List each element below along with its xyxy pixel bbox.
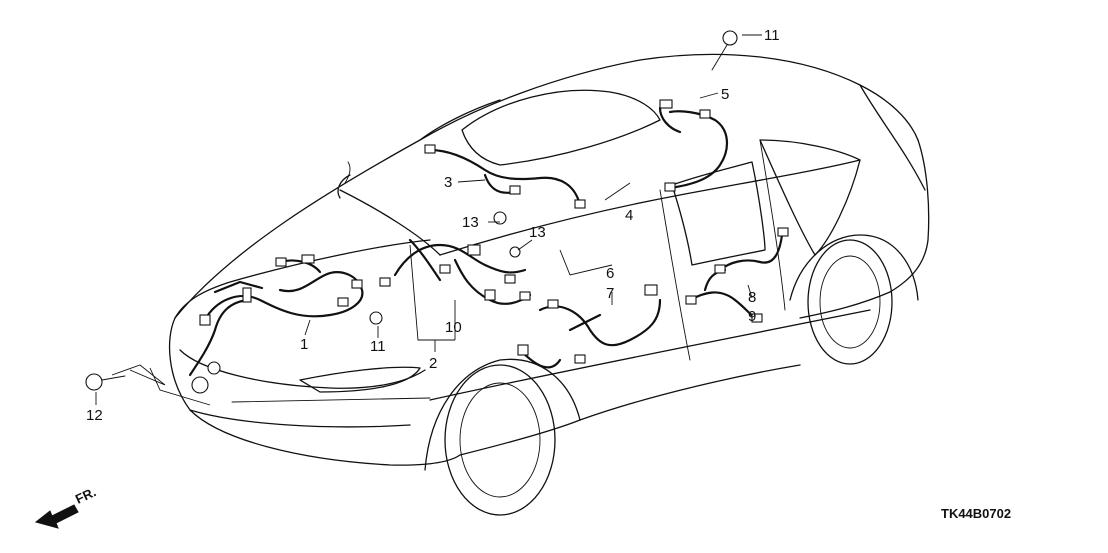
callout-13-left: 13 xyxy=(462,214,479,231)
dashboard-harness xyxy=(379,238,532,305)
clip-11-upper xyxy=(711,30,738,71)
callout-4: 4 xyxy=(625,207,633,224)
callout-3: 3 xyxy=(444,174,452,191)
bolt-12 xyxy=(85,373,126,391)
car-body xyxy=(168,53,930,516)
callout-labels: 1 2 3 4 5 6 7 8 9 10 11 11 12 13 13 xyxy=(86,27,780,424)
diagram-code: TK44B0702 xyxy=(941,506,1011,521)
rear-harness xyxy=(685,227,789,323)
callout-13-right: 13 xyxy=(529,224,546,241)
callout-6: 6 xyxy=(606,265,614,282)
bolt-13-left xyxy=(493,211,507,225)
bolt-13-right xyxy=(509,246,521,258)
clip-11-lower xyxy=(369,311,383,325)
direction-label: FR. xyxy=(73,484,98,506)
callout-12: 12 xyxy=(86,407,103,424)
callout-leaders xyxy=(95,34,762,406)
callout-11-upper: 11 xyxy=(764,27,780,44)
engine-room-harness xyxy=(188,254,364,394)
callout-8: 8 xyxy=(748,289,756,306)
roof-harness xyxy=(424,99,728,209)
front-direction-arrow: FR. xyxy=(34,484,98,529)
callout-11-lower: 11 xyxy=(370,338,386,355)
callout-5: 5 xyxy=(721,86,729,103)
callout-2: 2 xyxy=(429,355,437,372)
floor-harness xyxy=(517,284,662,369)
callout-9: 9 xyxy=(748,308,756,325)
callout-7: 7 xyxy=(606,285,614,302)
callout-10: 10 xyxy=(445,319,462,336)
callout-1: 1 xyxy=(300,336,308,353)
